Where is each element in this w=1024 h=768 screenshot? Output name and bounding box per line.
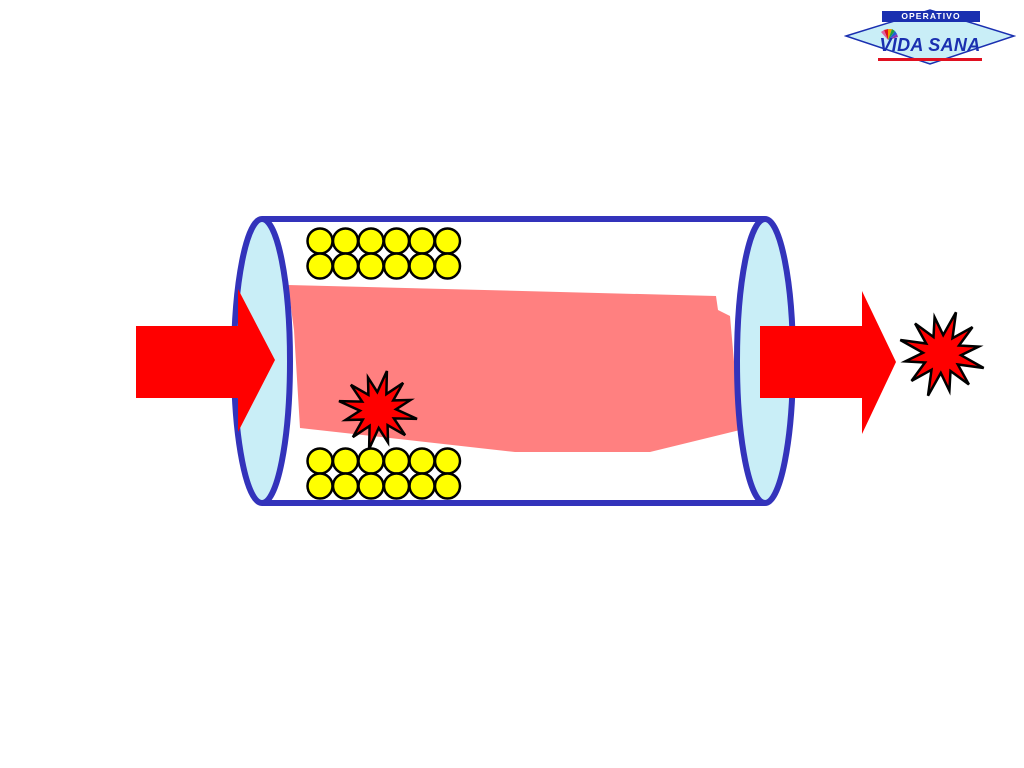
particle-icon (382, 447, 411, 475)
burst-icon (899, 311, 985, 397)
logo-brand-name: VIDA SANA (879, 35, 981, 55)
particle-icon (433, 447, 462, 475)
vida-sana-logo: OPERATIVO VIDA SANA (843, 8, 1017, 70)
outlet-arrow-icon (760, 291, 896, 434)
particle-icon (306, 227, 334, 255)
particle-icon (357, 252, 385, 280)
particle-icon (306, 252, 334, 280)
particle-icon (433, 252, 462, 280)
particle-icon (357, 447, 385, 475)
particle-icon (357, 227, 385, 255)
particle-icon (306, 472, 334, 500)
logo-fan-icon (881, 29, 898, 40)
particle-icon (408, 447, 436, 475)
flow-band (288, 285, 740, 452)
inlet-arrow-icon (136, 289, 275, 432)
particle-icon (306, 447, 334, 475)
particle-icon (433, 472, 462, 500)
particle-group-top (306, 227, 462, 280)
particle-icon (382, 227, 411, 255)
particle-icon (357, 472, 385, 500)
particle-icon (408, 227, 436, 255)
logo-top-label: OPERATIVO (882, 11, 980, 22)
tube-body (262, 216, 765, 506)
logo-underline (878, 58, 982, 61)
particle-icon (433, 227, 462, 255)
burst-icon (338, 370, 418, 450)
particle-icon (331, 472, 360, 500)
particle-icon (382, 252, 411, 280)
particle-icon (382, 472, 411, 500)
particle-icon (408, 472, 436, 500)
particle-icon (331, 252, 360, 280)
particle-icon (331, 447, 360, 475)
particle-group-bottom (306, 447, 462, 500)
particle-icon (331, 227, 360, 255)
particle-icon (408, 252, 436, 280)
